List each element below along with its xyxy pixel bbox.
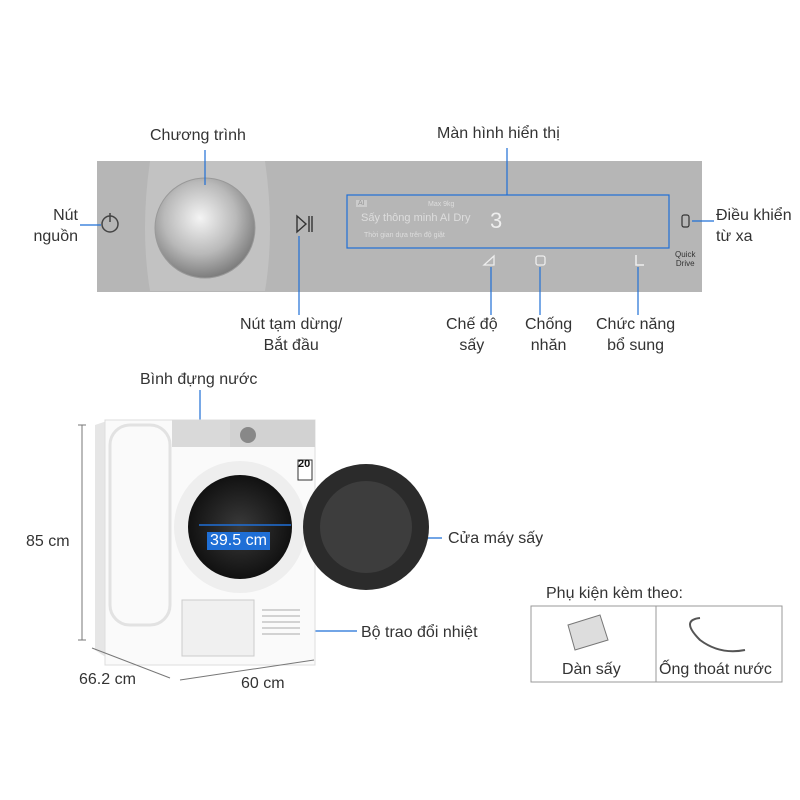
screen-mode-text: Sấy thông minh AI Dry (361, 212, 471, 224)
program-label: Chương trình (150, 127, 246, 144)
accessories-title: Phụ kiện kèm theo: (546, 585, 683, 602)
screen-max-weight: Max 9kg (428, 201, 455, 208)
wrinkle-2: nhăn (530, 337, 567, 354)
power-label: Nút nguồn (30, 205, 79, 247)
pause-label-2: Bắt đầu (263, 337, 319, 354)
screen-badge: AI (356, 200, 367, 207)
display-label: Màn hình hiển thị (437, 125, 560, 142)
warranty-badge: 20 (298, 458, 311, 470)
vent-grille (262, 609, 300, 635)
drum (188, 475, 292, 579)
wrinkle-icon[interactable] (535, 255, 546, 266)
width-dimension: 60 cm (241, 675, 285, 692)
dry-mode-1: Chế độ (446, 316, 498, 333)
depth-dimension: 66.2 cm (79, 671, 136, 688)
power-label-1: Nút (53, 207, 78, 224)
door-glass (320, 481, 412, 573)
screen-sub-text: Thời gian dựa trên độ giặt (364, 232, 445, 239)
wrinkle-1: Chống (525, 316, 573, 333)
display-screen (346, 194, 670, 249)
play-pause-icon[interactable] (296, 214, 313, 234)
side-embossing (108, 423, 172, 627)
remote-icon (681, 214, 690, 228)
water-tank[interactable] (172, 420, 230, 447)
pause-label-1: Nút tạm dừng/ (240, 316, 343, 333)
dry-mode-2: sấy (459, 337, 485, 354)
height-dimension: 85 cm (26, 533, 70, 550)
drain-hose-icon (689, 617, 746, 653)
extra-function-icon[interactable] (635, 255, 644, 266)
energy-badge (297, 459, 313, 481)
water-tank-label: Bình đựng nước (140, 371, 258, 388)
extra-label: Chức năng bổ sung (596, 314, 675, 356)
accessory-drying-rack: Dàn sấy (562, 661, 621, 678)
door-label: Cửa máy sấy (448, 530, 544, 547)
remote-label-2: từ xa (716, 228, 753, 245)
dry-mode-icon[interactable] (482, 254, 495, 266)
screen-digit: 3 (490, 208, 503, 233)
extra-2: bổ sung (607, 337, 665, 354)
dimension-lines (78, 424, 315, 681)
quick-drive-2: Drive (675, 259, 695, 268)
drying-rack-icon (567, 614, 609, 651)
heat-exchanger-cover[interactable] (181, 599, 255, 657)
quick-drive-1: Quick (675, 250, 696, 259)
power-label-2: nguồn (33, 228, 79, 245)
dry-mode-label: Chế độ sấy (446, 314, 498, 356)
top-knob (240, 427, 256, 443)
heat-exchanger-label: Bộ trao đổi nhiệt (361, 624, 478, 641)
pause-label: Nút tạm dừng/Bắt đầu (240, 314, 342, 356)
extra-1: Chức năng (596, 316, 676, 333)
door-diameter: 39.5 cm (207, 532, 270, 550)
accessory-drain-hose: Ống thoát nước (659, 661, 772, 678)
remote-label-1: Điều khiển (716, 207, 792, 224)
remote-label: Điều khiển từ xa (716, 205, 792, 247)
wrinkle-label: Chống nhăn (525, 314, 572, 356)
program-knob[interactable] (154, 177, 256, 279)
